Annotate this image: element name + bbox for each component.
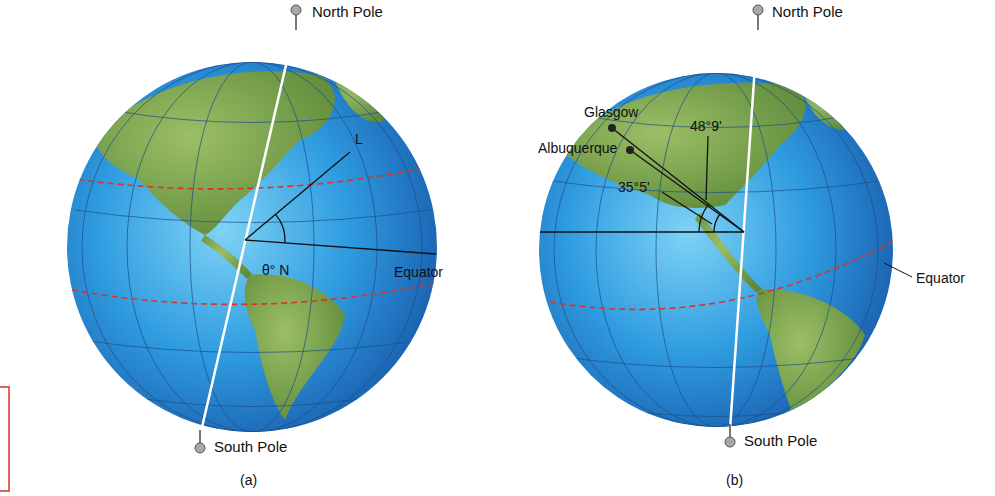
pole-label: North Pole [312, 3, 383, 20]
pole-label: North Pole [772, 3, 843, 20]
panel-label: (b) [726, 472, 743, 488]
angle-label: θ° N [262, 262, 289, 278]
panel-label: (a) [240, 472, 257, 488]
pole-label: South Pole [214, 438, 287, 455]
frame-fragment [0, 387, 9, 491]
globe-a [67, 5, 440, 453]
equator-label: Equator [394, 264, 443, 280]
angle-label: 48°9' [690, 118, 722, 134]
point-label: L [355, 131, 363, 147]
angle-label: 35°5' [618, 179, 650, 195]
city-label: Glasgow [584, 104, 638, 120]
city-label: Albuquerque [538, 140, 617, 156]
equator-label: Equator [916, 270, 965, 286]
pole-label: South Pole [744, 432, 817, 449]
globe-b [539, 5, 912, 447]
